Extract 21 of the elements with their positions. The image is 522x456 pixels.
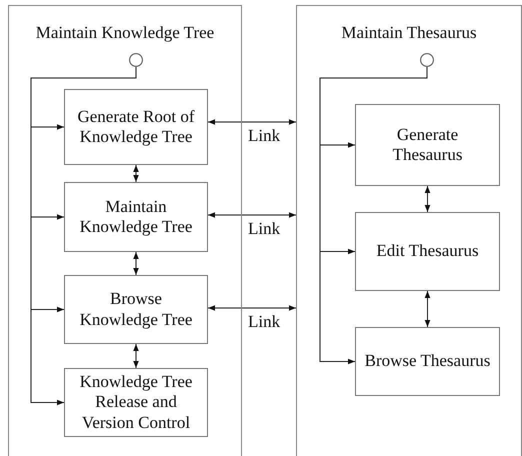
start-circle (129, 53, 143, 67)
swimlane-panel (8, 5, 242, 456)
process-box: Browse Thesaurus (355, 327, 500, 396)
arrow (424, 186, 430, 212)
arrow (133, 164, 139, 182)
arrow (208, 212, 296, 218)
process-box: Edit Thesaurus (355, 212, 500, 291)
panel-title: Maintain Knowledge Tree (34, 23, 216, 43)
arrow (208, 119, 296, 125)
swimlane-panel (296, 5, 522, 456)
process-box: Knowledge Tree Release and Version Control (64, 368, 208, 437)
arrow (424, 290, 430, 328)
arrow (133, 252, 139, 276)
panel-title: Maintain Thesaurus (340, 23, 478, 43)
start-circle (420, 53, 434, 67)
arrow (208, 305, 296, 311)
arrow (133, 344, 139, 368)
process-box: Generate Thesaurus (355, 104, 500, 186)
process-box: Browse Knowledge Tree (64, 275, 208, 344)
process-box: Maintain Knowledge Tree (64, 182, 208, 252)
process-box: Generate Root of Knowledge Tree (64, 89, 208, 165)
